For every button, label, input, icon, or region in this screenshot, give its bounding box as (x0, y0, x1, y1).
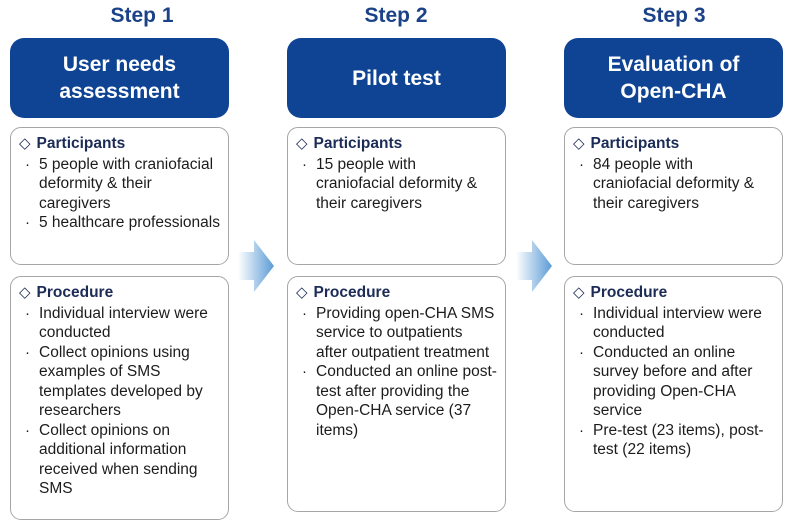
arrow-right-icon (238, 240, 274, 292)
step-2-procedure-panel: ◇ Procedure · Providing open-CHA SMS serv… (287, 276, 506, 512)
step-1-title: Step 1 (110, 4, 174, 27)
procedure-heading: ◇ Procedure (19, 283, 220, 303)
bullet-icon: · (302, 304, 307, 322)
list-item-text: Individual interview were conducted (593, 304, 762, 342)
participants-list: · 15 people with craniofacial deformity &… (296, 155, 497, 214)
participants-label: Participants (590, 135, 680, 152)
procedure-list: · Individual interview were conducted · Co… (573, 304, 774, 460)
diamond-icon: ◇ (296, 284, 308, 301)
bullet-icon: · (25, 155, 30, 173)
list-item: · Providing open-CHA SMS service to outpa… (296, 304, 497, 363)
procedure-label: Procedure (313, 284, 391, 301)
step-2-title: Step 2 (364, 4, 428, 27)
list-item-text: 5 healthcare professionals (39, 214, 220, 231)
bullet-icon: · (302, 363, 307, 380)
bullet-icon: · (25, 343, 30, 361)
bullet-icon: · (25, 214, 30, 231)
diamond-icon: ◇ (573, 135, 585, 152)
bullet-icon: · (25, 304, 30, 322)
step-3-header: Evaluation of Open-CHA (564, 38, 783, 118)
participants-heading: ◇ Participants (296, 134, 497, 154)
list-item-text: Pre-test (23 items), post-test (22 items… (593, 421, 764, 459)
diamond-icon: ◇ (19, 284, 31, 301)
participants-heading: ◇ Participants (573, 134, 774, 154)
list-item: · Conducted an online post-test after pro… (296, 362, 497, 440)
step-3-title: Step 3 (642, 4, 706, 27)
participants-heading: ◇ Participants (19, 134, 220, 154)
bullet-icon: · (579, 304, 584, 322)
list-item: · 84 people with craniofacial deformity &… (573, 155, 774, 214)
participants-label: Participants (36, 135, 126, 152)
list-item: · Individual interview were conducted (573, 304, 774, 343)
step-1-header: User needs assessment (10, 38, 229, 118)
list-item-text: Individual interview were conducted (39, 304, 208, 342)
list-item: · 5 healthcare professionals (19, 213, 220, 233)
list-item: · Individual interview were conducted (19, 304, 220, 343)
list-item-text: Conducted an online survey before and af… (593, 343, 753, 420)
step-2-header: Pilot test (287, 38, 506, 118)
arrow-right-icon (516, 240, 552, 292)
step-2-participants-panel: ◇ Participants · 15 people with craniofac… (287, 127, 506, 265)
procedure-label: Procedure (590, 284, 668, 301)
list-item-text: Providing open-CHA SMS service to outpat… (316, 304, 495, 361)
list-item: · 15 people with craniofacial deformity &… (296, 155, 497, 214)
procedure-label: Procedure (36, 284, 114, 301)
procedure-list: · Individual interview were conducted · Co… (19, 304, 220, 499)
list-item-text: Conducted an online post-test after prov… (316, 363, 497, 439)
step-1-participants-panel: ◇ Participants · 5 people with craniofaci… (10, 127, 229, 265)
diamond-icon: ◇ (573, 284, 585, 301)
procedure-heading: ◇ Procedure (573, 283, 774, 303)
list-item-text: Collect opinions using examples of SMS t… (39, 343, 203, 420)
bullet-icon: · (579, 421, 584, 439)
step-1-procedure-panel: ◇ Procedure · Individual interview were c… (10, 276, 229, 520)
bullet-icon: · (579, 343, 584, 361)
list-item: · Collect opinions on additional informat… (19, 421, 220, 499)
procedure-heading: ◇ Procedure (296, 283, 497, 303)
bullet-icon: · (579, 155, 584, 173)
procedure-list: · Providing open-CHA SMS service to outpa… (296, 304, 497, 441)
list-item-text: 5 people with craniofacial deformity & t… (39, 155, 214, 212)
list-item: · Collect opinions using examples of SMS … (19, 343, 220, 421)
step-3-participants-panel: ◇ Participants · 84 people with craniofac… (564, 127, 783, 265)
diamond-icon: ◇ (19, 135, 31, 152)
participants-list: · 84 people with craniofacial deformity &… (573, 155, 774, 214)
step-3-procedure-panel: ◇ Procedure · Individual interview were c… (564, 276, 783, 512)
list-item: · Conducted an online survey before and a… (573, 343, 774, 421)
list-item-text: 84 people with craniofacial deformity & … (593, 155, 755, 212)
list-item: · 5 people with craniofacial deformity & … (19, 155, 220, 214)
list-item-text: 15 people with craniofacial deformity & … (316, 155, 478, 212)
participants-list: · 5 people with craniofacial deformity & … (19, 155, 220, 233)
list-item-text: Collect opinions on additional informati… (39, 421, 198, 498)
bullet-icon: · (25, 421, 30, 439)
diamond-icon: ◇ (296, 135, 308, 152)
bullet-icon: · (302, 155, 307, 173)
participants-label: Participants (313, 135, 403, 152)
list-item: · Pre-test (23 items), post-test (22 item… (573, 421, 774, 460)
